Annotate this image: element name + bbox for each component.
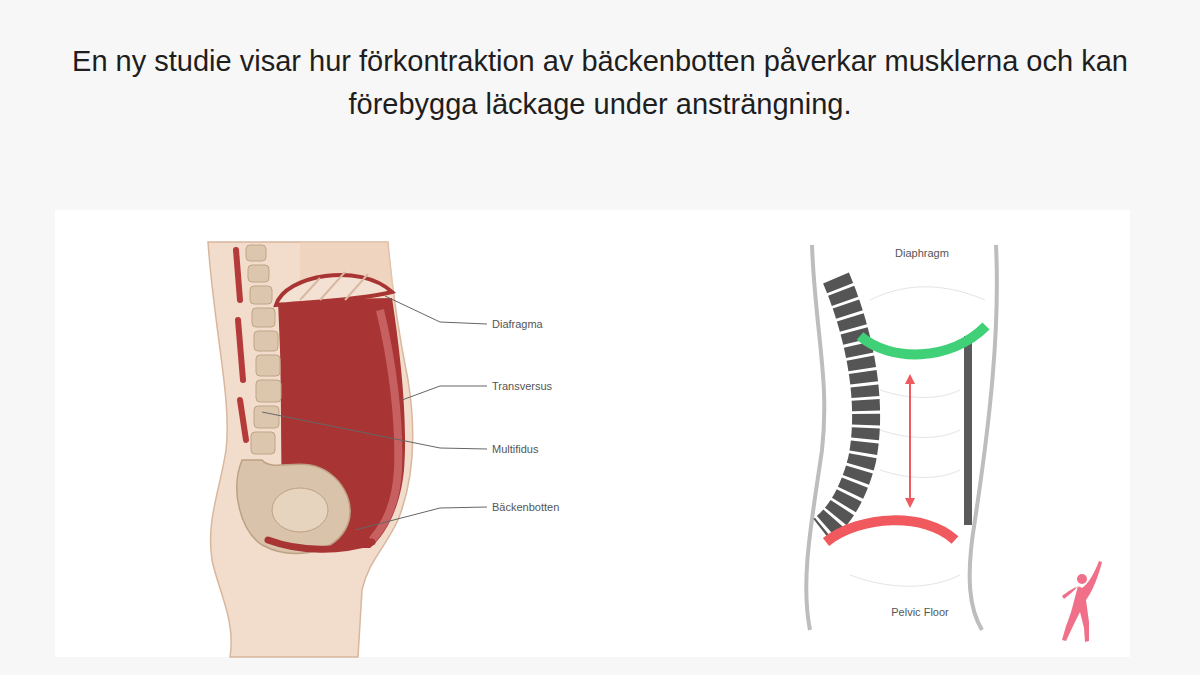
core-schematic [806,245,1102,642]
pressure-line [870,287,985,300]
leader-line [402,386,487,400]
pelvic-floor-muscle [268,540,372,549]
diaphragm-hatch [300,272,368,300]
logo-body [1062,561,1102,642]
vertebra [254,406,279,428]
diaphragm-dome [276,275,392,305]
dancer-logo [1062,561,1102,642]
logo-head [1077,574,1087,584]
back-outline [806,245,824,630]
spine-column [822,278,866,530]
pelvis-inner [272,488,328,532]
vertebra [252,308,275,327]
part-label: Diaphragm [895,247,949,260]
heading: En ny studie visar hur förkontraktion av… [60,40,1140,126]
vertebra [256,380,281,402]
pelvic-floor-arc [826,520,955,542]
diaphragm-arc [860,326,986,354]
pressure-line [880,430,960,438]
vertebra [251,432,275,454]
part-label: Bäckenbotten [492,501,559,514]
pressure-line [880,390,960,398]
leader-line [355,507,487,530]
pressure-line [850,575,960,586]
part-label: Diafragma [492,318,543,331]
leader-lines [262,296,487,530]
leader-line [385,296,487,324]
vertebra [246,245,266,261]
pressure-arrow [909,376,911,506]
vertebra [254,331,278,351]
torso-illustration [208,242,413,657]
part-label: Transversus [492,380,552,393]
vertebra [256,355,280,376]
part-label: Multifidus [492,443,538,456]
leader-line [262,412,487,449]
vertebra [250,286,272,304]
front-outline [970,245,997,630]
multifidus-muscle [236,250,246,440]
transversus-fibers [372,310,398,540]
spine [246,245,281,454]
pressure-line [880,470,960,478]
pelvis-bone [237,460,350,553]
body-silhouette [208,242,413,657]
abdominal-wall [964,336,972,525]
vertebra [248,265,269,282]
part-label: Pelvic Floor [891,606,948,619]
